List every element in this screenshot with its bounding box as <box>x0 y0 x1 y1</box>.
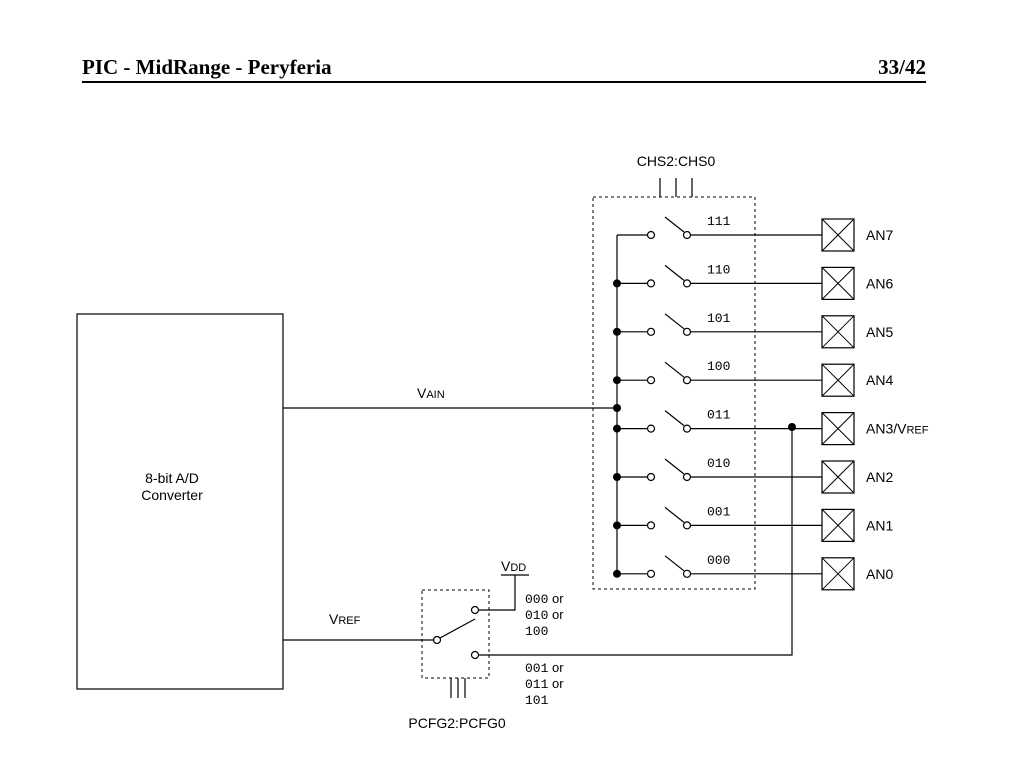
pin-cross <box>821 460 855 494</box>
switch-blade <box>664 506 685 523</box>
adc-label-line2: Converter <box>141 487 203 503</box>
adc-block <box>76 313 284 690</box>
pin-cross <box>821 218 855 252</box>
pin-cross <box>821 509 855 542</box>
pin-label: AN7 <box>866 227 893 243</box>
bus-junction-dot <box>613 327 621 336</box>
switch-blade <box>664 361 685 378</box>
adc-label-line1: 8-bit A/D <box>145 470 199 486</box>
channel-code: 111 <box>707 214 731 229</box>
switch-contact-right <box>682 472 692 482</box>
pin-label: AN2 <box>866 469 893 485</box>
switch-blade <box>664 313 685 330</box>
switch-blade <box>664 216 685 233</box>
pin-cross <box>821 412 855 445</box>
vref-label: VREF <box>329 611 361 627</box>
pin-label: AN0 <box>866 566 893 582</box>
switch-contact-left <box>646 376 656 385</box>
pin-cross <box>821 267 855 300</box>
pin-label: AN1 <box>866 517 893 533</box>
vref-return-wire <box>479 427 793 656</box>
pin-cross <box>821 557 855 591</box>
vdd-select-code: 010 or <box>525 607 564 623</box>
switch-contact-left <box>646 279 656 288</box>
switch-contact-right <box>682 569 692 578</box>
switch-contact-left <box>646 424 656 433</box>
vdd-wire <box>479 575 516 611</box>
switch-contact-left <box>646 521 656 530</box>
bus-junction-dot <box>613 473 621 481</box>
switch-contact-left <box>646 472 656 482</box>
pin-cross <box>821 363 855 397</box>
switch-contact-left <box>646 230 656 240</box>
channel-select-label: CHS2:CHS0 <box>637 153 716 169</box>
switch-blade <box>664 410 685 427</box>
vain-label: VAIN <box>417 385 445 401</box>
bus-junction-dot <box>613 424 621 433</box>
ref-switch-blade <box>439 618 476 639</box>
page-header: PIC - MidRange - Peryferia 33/42 <box>82 55 926 83</box>
channel-code: 100 <box>707 359 730 374</box>
pin-label: AN6 <box>866 275 893 291</box>
switch-blade <box>664 555 685 572</box>
bus-junction-dot <box>613 521 621 530</box>
bus-junction-dot <box>613 279 621 288</box>
channel-code: 001 <box>707 504 731 519</box>
vref-select-code: 011 or <box>525 676 564 692</box>
bus-junction-dot <box>613 376 621 385</box>
pin-label: AN3/VREF <box>866 421 929 437</box>
channel-code: 110 <box>707 262 730 277</box>
channel-code: 101 <box>707 311 731 326</box>
vref-select-code: 001 or <box>525 660 564 676</box>
document-title: PIC - MidRange - Peryferia <box>82 55 332 79</box>
channel-code: 011 <box>707 408 731 423</box>
ref-switch-vref-contact <box>470 650 480 660</box>
vdd-select-code: 100 <box>525 624 548 639</box>
ref-switch-common <box>432 635 442 645</box>
vdd-select-code: 000 or <box>525 591 564 607</box>
switch-blade <box>664 458 685 475</box>
mux-box <box>592 196 756 590</box>
pin-label: AN5 <box>866 324 893 340</box>
reference-select-label: PCFG2:PCFG0 <box>408 715 505 731</box>
switch-blade <box>664 264 685 281</box>
channel-code: 010 <box>707 456 730 471</box>
pin-label: AN4 <box>866 372 893 388</box>
switch-contact-right <box>682 424 692 433</box>
pin-cross <box>821 315 855 349</box>
vdd-label: VDD <box>501 558 526 574</box>
vain-junction-dot <box>613 404 621 412</box>
channel-code: 000 <box>707 553 730 568</box>
switch-contact-right <box>682 279 692 288</box>
page-number: 33/42 <box>878 55 926 79</box>
bus-junction-dot <box>613 569 621 578</box>
switch-contact-right <box>682 376 692 385</box>
switch-contact-right <box>682 327 692 336</box>
switch-contact-left <box>646 569 656 578</box>
an3-junction-dot <box>788 423 796 431</box>
switch-contact-right <box>682 230 692 240</box>
switch-contact-right <box>682 521 692 530</box>
vref-select-code: 101 <box>525 693 549 708</box>
ref-switch-vdd-contact <box>470 605 480 615</box>
switch-contact-left <box>646 327 656 336</box>
ref-select-box <box>421 589 490 679</box>
